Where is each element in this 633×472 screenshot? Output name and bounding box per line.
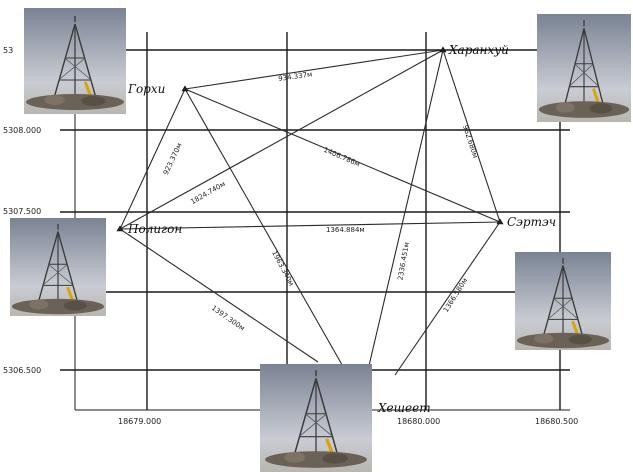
distance-poligon-sertseg: 1364.884м [326,226,365,234]
line-sertseg-kheshee [394,221,501,376]
photo-tower-bottom-center [260,364,372,472]
photo-tower-mid-right [515,252,611,350]
y-label-5307500: 5307.500 [3,207,41,216]
distance-gorkhi-kheshee: 1963.340м [270,249,295,287]
line-poligon-kheshee [119,228,319,363]
station-kharankhui-marker [439,46,447,53]
station-poligon-marker [116,225,124,232]
photo-tower-top-right [537,14,631,122]
x-label-18680500: 18680.500 [535,417,578,426]
line-kharankhui-sertseg [442,49,501,223]
distance-poligon-kheshee: 1397.300м [210,304,246,333]
y-label-top: 53 [3,46,13,55]
station-sertseg-marker [496,218,504,225]
distance-kharankhui-kheshee: 2336.451м [396,241,411,280]
x-label-18680000: 18680.000 [397,417,440,426]
distance-poligon-kharankhui: 1824.740м [189,180,227,206]
distance-gorkhi-kharankhui: 934.337м [278,70,313,83]
station-gorkhi-marker [181,85,189,92]
line-gorkhi-kheshee [184,88,346,371]
station-sertseg-label: Сэртэч [507,215,556,229]
photo-tower-top-left [24,8,126,114]
distance-gorkhi-sertseg: 1406.786м [322,146,361,168]
distance-gorkhi-poligon: 923.370м [162,142,184,176]
line-gorkhi-sertseg [184,88,501,223]
station-kharankhui-label: Харанхуй [448,43,509,57]
line-gorkhi-kharankhui [184,49,444,90]
x-label-18679000: 18679.000 [118,417,161,426]
station-gorkhi-label: Горхи [127,82,165,96]
line-gorkhi-poligon [119,88,186,230]
y-label-5306500: 5306.500 [3,366,41,375]
station-poligon-label: Полигон [127,222,182,236]
line-poligon-sertseg [119,221,501,230]
line-poligon-kharankhui [119,49,444,230]
station-kheshee-label: Хешеет [377,401,431,415]
y-label-5308000: 5308.000 [3,126,41,135]
line-kharankhui-kheshee [367,49,444,371]
photo-tower-mid-left [10,218,106,316]
distance-sertseg-kheshee: 1366.580м [442,277,469,314]
